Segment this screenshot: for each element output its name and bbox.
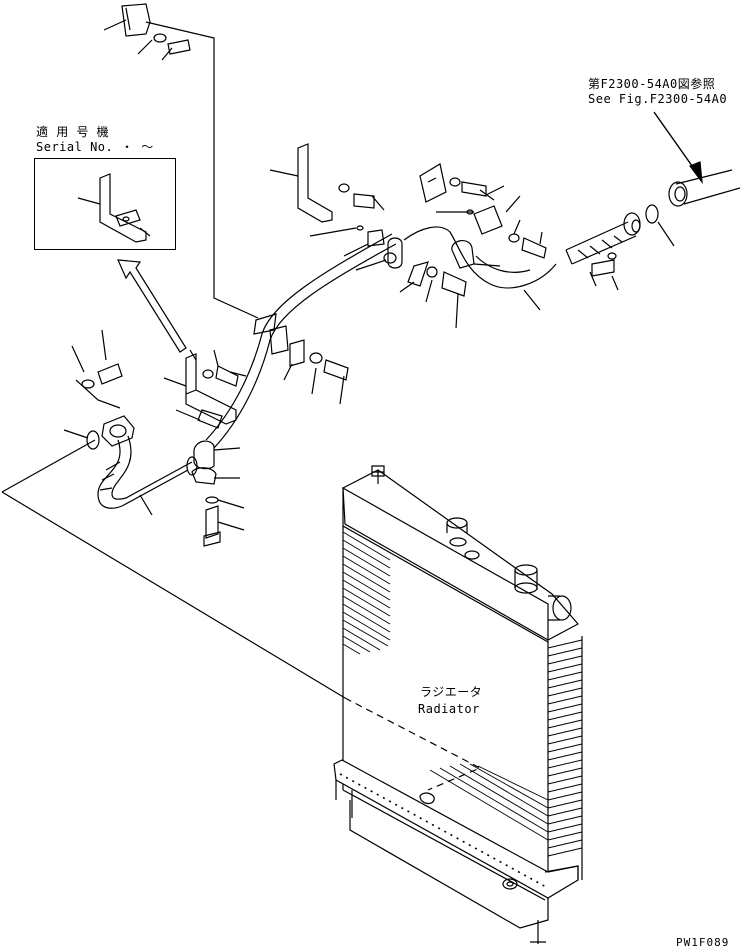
inset-pointer-arrow	[118, 260, 186, 352]
main-hose	[206, 227, 556, 448]
serial-inset-jp: 適 用 号 機	[36, 125, 110, 139]
hidden-line	[345, 698, 480, 790]
radiator	[334, 466, 582, 944]
figure-code: PW1F089	[676, 936, 730, 949]
inset-bracket	[78, 174, 150, 242]
top-bracket	[104, 4, 276, 334]
reference-note-en: See Fig.F2300-54A0	[588, 92, 728, 106]
right-pipe	[566, 112, 740, 290]
leader-radiator	[2, 440, 345, 698]
mid-left-bracket	[164, 350, 246, 546]
radiator-label-en: Radiator	[418, 702, 480, 716]
serial-inset-en: Serial No. ・ ～	[36, 140, 154, 154]
reference-note-jp: 第F2300-54A0図参照	[588, 77, 716, 91]
lower-pipe-assembly	[64, 330, 197, 515]
radiator-label-jp: ラジエータ	[420, 685, 483, 699]
center-bracket	[270, 144, 402, 404]
upper-right-bracket	[400, 164, 546, 328]
serial-inset-box	[34, 158, 176, 250]
